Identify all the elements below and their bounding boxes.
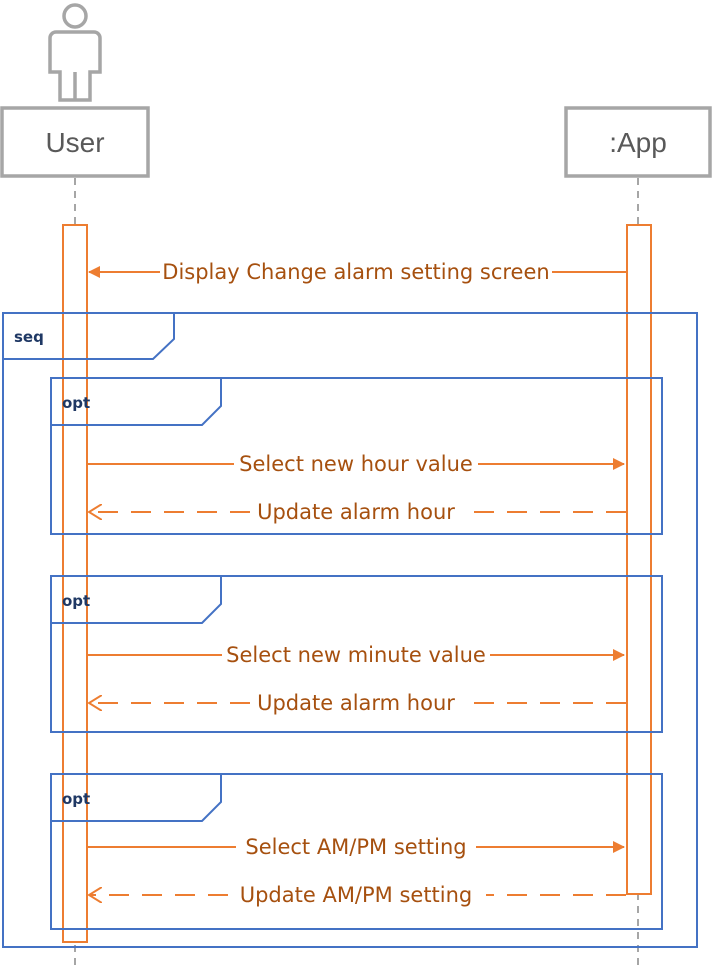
app-activation-bar — [626, 224, 652, 895]
message-update-ampm: Update AM/PM setting — [89, 883, 626, 907]
user-lifeline-head: User — [0, 106, 150, 178]
opt-frame-label: opt — [62, 592, 90, 610]
app-lifeline-head: :App — [564, 106, 712, 178]
opt-frame-label: opt — [62, 394, 90, 412]
opt-frame-hour: opt — [50, 377, 663, 535]
stick-person-icon — [48, 3, 102, 102]
message-label: Update alarm hour — [257, 691, 455, 715]
message-label: Display Change alarm setting screen — [162, 260, 549, 284]
message-select-minute: Select new minute value — [88, 643, 625, 667]
message-label: Update AM/PM setting — [240, 883, 473, 907]
opt-frame-ampm: opt — [50, 773, 663, 930]
user-activation-bar — [62, 224, 88, 943]
opt-frame-label: opt — [62, 790, 90, 808]
opt-frame-minute: opt — [50, 575, 663, 733]
message-update-hour: Update alarm hour — [89, 500, 626, 524]
message-display-screen: Display Change alarm setting screen — [88, 260, 626, 284]
message-label: Select AM/PM setting — [245, 835, 466, 859]
message-select-ampm: Select AM/PM setting — [88, 835, 625, 859]
seq-frame-label: seq — [14, 328, 44, 346]
user-lifeline-label: User — [45, 127, 104, 158]
message-label: Select new hour value — [239, 452, 473, 476]
message-label: Update alarm hour — [257, 500, 455, 524]
message-update-minute: Update alarm hour — [89, 691, 626, 715]
app-lifeline-label: :App — [609, 127, 667, 158]
seq-frame: seq — [2, 312, 698, 948]
message-select-hour: Select new hour value — [88, 452, 625, 476]
message-label: Select new minute value — [226, 643, 486, 667]
